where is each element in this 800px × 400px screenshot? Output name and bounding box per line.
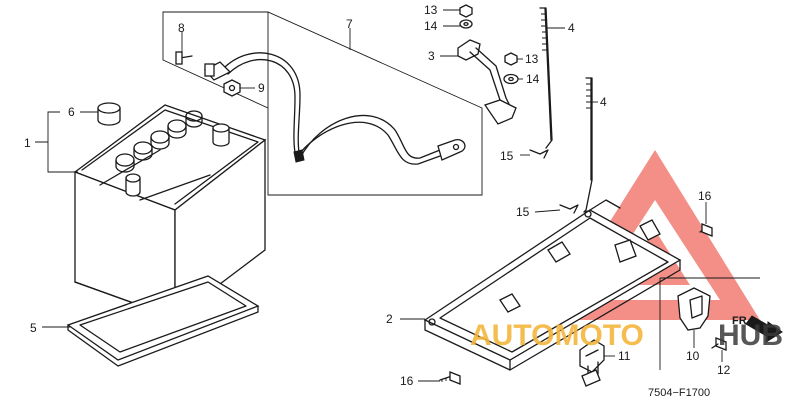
callout-16-right: 16 — [698, 189, 712, 203]
callout-3: 3 — [428, 49, 435, 63]
clip-upper — [529, 149, 549, 159]
battery-cable — [203, 52, 466, 165]
callout-4-lower: 4 — [600, 95, 607, 109]
callout-13-upper: 13 — [424, 3, 438, 17]
leader-lines — [35, 9, 723, 382]
watermark-text: AUTOMOTO HUB — [470, 319, 783, 352]
callout-15-upper: 15 — [500, 149, 514, 163]
callout-9: 9 — [258, 81, 265, 95]
holder-rod-upper — [539, 7, 553, 149]
callout-8: 8 — [178, 21, 185, 35]
nut — [223, 79, 241, 97]
front-marker-label: FR — [732, 315, 747, 327]
callout-4-upper: 4 — [568, 21, 575, 35]
clamp — [579, 339, 605, 387]
holder-rod-lower — [583, 77, 593, 213]
watermark-hub: HUB — [718, 319, 783, 352]
callout-numbers: 1 6 5 8 9 7 13 14 3 13 14 4 4 15 15 16 2… — [24, 3, 731, 388]
drawing-code: 7504−F1700 — [648, 387, 710, 399]
callout-13-lower: 13 — [525, 52, 539, 66]
battery-cap — [97, 102, 121, 126]
front-direction-arrow — [745, 315, 783, 343]
callout-10: 10 — [686, 349, 700, 363]
nut-washer-lower — [503, 52, 519, 85]
mount-bracket — [677, 287, 711, 331]
screw — [711, 337, 727, 351]
battery — [73, 104, 267, 320]
callout-14-lower: 14 — [526, 72, 540, 86]
cable-group-frame — [162, 11, 483, 196]
battery-mat — [66, 275, 260, 367]
clip-lower — [559, 204, 579, 214]
callout-14-upper: 14 — [424, 19, 438, 33]
nut-washer-upper — [459, 4, 473, 29]
callout-1: 1 — [24, 136, 31, 150]
callout-16-bottom: 16 — [400, 374, 414, 388]
callout-11: 11 — [618, 349, 631, 363]
callout-5: 5 — [30, 321, 37, 335]
battery-holder — [457, 39, 517, 125]
battery-tray — [423, 199, 682, 371]
callout-2: 2 — [386, 312, 393, 326]
callout-12: 12 — [717, 363, 731, 377]
callout-7: 7 — [346, 17, 353, 31]
bolt-right — [699, 223, 713, 237]
bolt-bottom — [439, 371, 461, 385]
callout-6: 6 — [68, 105, 75, 119]
watermark-automoto: AUTOMOTO — [470, 319, 644, 352]
callout-15-lower: 15 — [516, 205, 530, 219]
bolt — [175, 51, 193, 65]
